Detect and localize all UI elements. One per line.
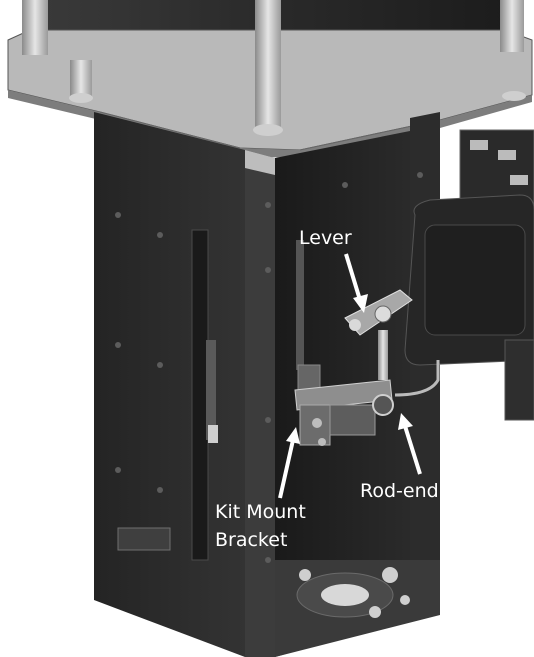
kit-mount-bracket-part [294,379,393,446]
lever-part [344,289,440,416]
label-lever: Lever [299,227,352,249]
tie-rods [22,0,526,136]
side-slot [117,229,218,561]
arrow-kit-mount [278,427,300,499]
arrow-rod-end [398,413,422,475]
label-kit-mount-line2: Bracket [215,529,288,551]
positioner-housing [404,129,534,421]
label-kit-mount-line1: Kit Mount [215,501,306,523]
screw-dots [115,172,423,563]
label-rod-end: Rod-end [360,480,439,502]
arrow-lever [344,253,368,313]
